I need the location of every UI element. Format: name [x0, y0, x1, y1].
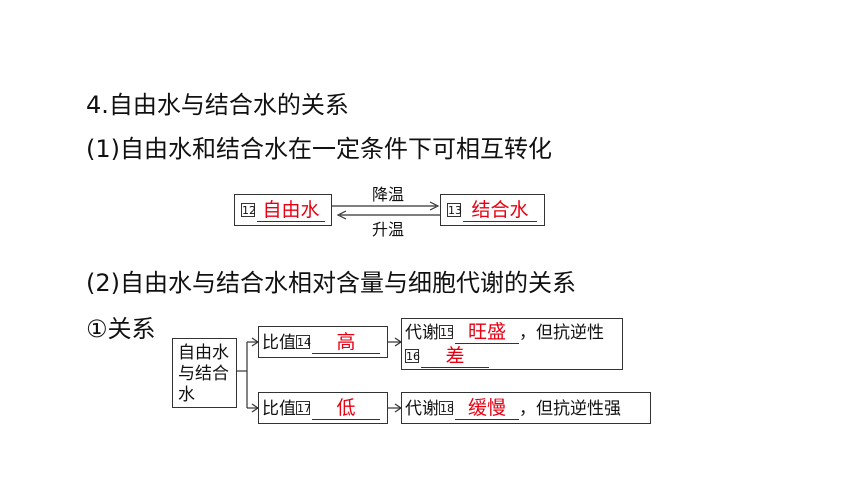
lower-ratio-label: 比值 [262, 399, 296, 419]
label-heating: 升温 [372, 220, 405, 239]
blank-number-17: 17 [296, 401, 311, 415]
blank-number-14: 14 [296, 335, 311, 349]
heading-content-metabolism: (2)自由水与结合水相对含量与细胞代谢的关系 [86, 269, 576, 297]
heading-conversion: (1)自由水和结合水在一定条件下可相互转化 [86, 135, 552, 163]
answer-ratio-low: 低 [312, 397, 380, 420]
blank-number-18: 18 [439, 401, 454, 415]
label-cooling: 降温 [372, 185, 405, 204]
answer-free-water: 自由水 [257, 199, 325, 222]
lower-metab-suffix: ，但抗逆性强 [519, 399, 621, 419]
upper-ratio-label: 比值 [262, 333, 296, 353]
blank-number-15: 15 [439, 325, 454, 339]
upper-metab-label: 代谢 [405, 323, 439, 343]
blank-number-16: 16 [405, 349, 420, 363]
source-box-free-bound-water: 自由水与结合水 [172, 338, 237, 408]
blank-number-12: 12 [241, 203, 256, 217]
answer-metab-vigorous: 旺盛 [455, 321, 519, 344]
answer-ratio-high: 高 [312, 331, 380, 354]
answer-bound-water: 结合水 [463, 199, 537, 222]
blank-number-13: 13 [447, 203, 462, 217]
answer-resistance-poor: 差 [421, 345, 489, 368]
upper-metab-suffix: ，但抗逆性 [519, 323, 604, 343]
heading-relation-item: ①关系 [86, 315, 156, 343]
answer-metab-slow: 缓慢 [455, 397, 519, 420]
lower-metab-label: 代谢 [405, 399, 439, 419]
heading-relationship: 4.自由水与结合水的关系 [86, 91, 349, 119]
